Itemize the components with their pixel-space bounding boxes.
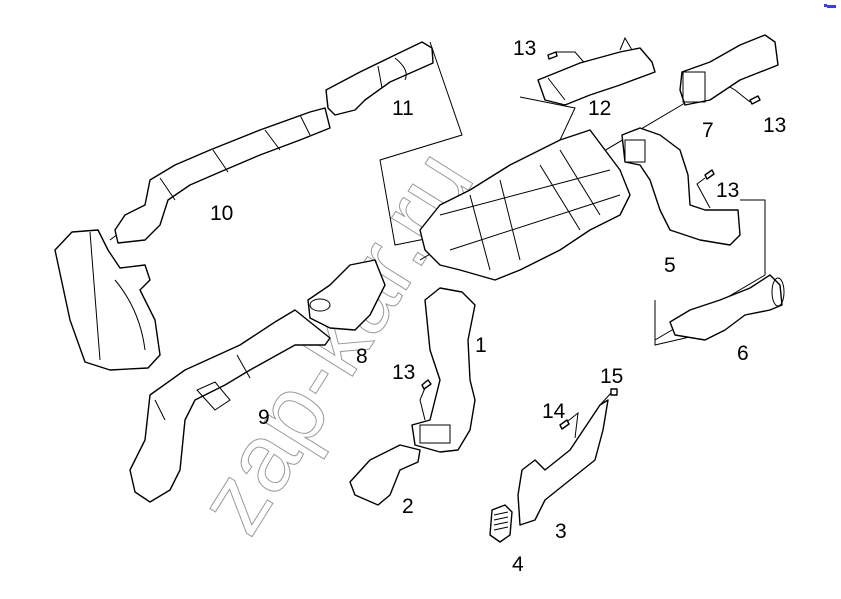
part-12-detail — [547, 36, 633, 101]
clip-15-icon — [610, 388, 618, 396]
leader-12 — [519, 96, 576, 141]
screw-13c-icon — [704, 169, 715, 180]
callout-10: 10 — [210, 202, 233, 225]
callout-11: 11 — [392, 97, 414, 120]
callout-2: 2 — [402, 495, 414, 518]
part-5-opening — [624, 139, 646, 163]
corner-mark-dot — [824, 4, 827, 7]
part-4-slats — [493, 511, 509, 531]
callout-13b: 13 — [763, 114, 786, 137]
callout-14: 14 — [542, 400, 566, 423]
callout-12: 12 — [588, 97, 611, 120]
part-1-center-lower-duct — [411, 287, 476, 453]
part-3-floor-duct-right — [517, 399, 609, 526]
leader-13d — [419, 387, 426, 421]
corner-mark — [827, 5, 836, 8]
part-9-left-lower-duct — [129, 309, 331, 503]
part-6-opening — [771, 277, 785, 307]
part-11-detail — [377, 57, 407, 89]
callout-6: 6 — [737, 342, 749, 365]
part-8-connector-duct — [307, 259, 386, 331]
part-7-opening — [682, 71, 706, 103]
leader-15 — [599, 391, 613, 406]
part-12-center-defroster — [537, 47, 656, 106]
screw-13a-icon — [547, 51, 558, 60]
left-side-vent-box-detail — [89, 231, 146, 361]
callout-8: 8 — [356, 345, 368, 368]
screw-13b-icon — [749, 95, 761, 105]
part-11-left-defroster-duct — [325, 41, 434, 116]
callout-13c: 13 — [716, 179, 739, 202]
callout-4: 4 — [512, 553, 524, 576]
part-8-opening — [309, 298, 331, 312]
leader-13c — [696, 177, 711, 209]
part-10-ribs — [159, 114, 311, 201]
part-10-left-upper-duct — [114, 107, 331, 244]
part-5-right-side-duct — [621, 127, 741, 246]
callout-13a: 13 — [513, 37, 536, 60]
part-9-detail — [154, 354, 251, 421]
leader-11 — [379, 41, 463, 246]
screw-14-icon — [559, 419, 570, 430]
left-side-vent-box — [54, 229, 161, 371]
part-6-right-rear-duct — [669, 274, 783, 341]
callout-9: 9 — [258, 406, 270, 429]
callout-15: 15 — [600, 365, 623, 388]
callout-1: 1 — [475, 334, 487, 357]
heater-unit — [419, 129, 631, 281]
callout-13d: 13 — [392, 361, 415, 384]
part-2-floor-duct-left — [349, 444, 421, 506]
part-7-right-upper-duct — [679, 34, 779, 106]
screw-13d-icon — [421, 379, 432, 390]
part-1-opening — [419, 424, 451, 444]
heater-unit-detail — [439, 149, 621, 271]
callout-3: 3 — [555, 520, 567, 543]
callout-7: 7 — [702, 119, 714, 142]
callout-5: 5 — [664, 254, 676, 277]
